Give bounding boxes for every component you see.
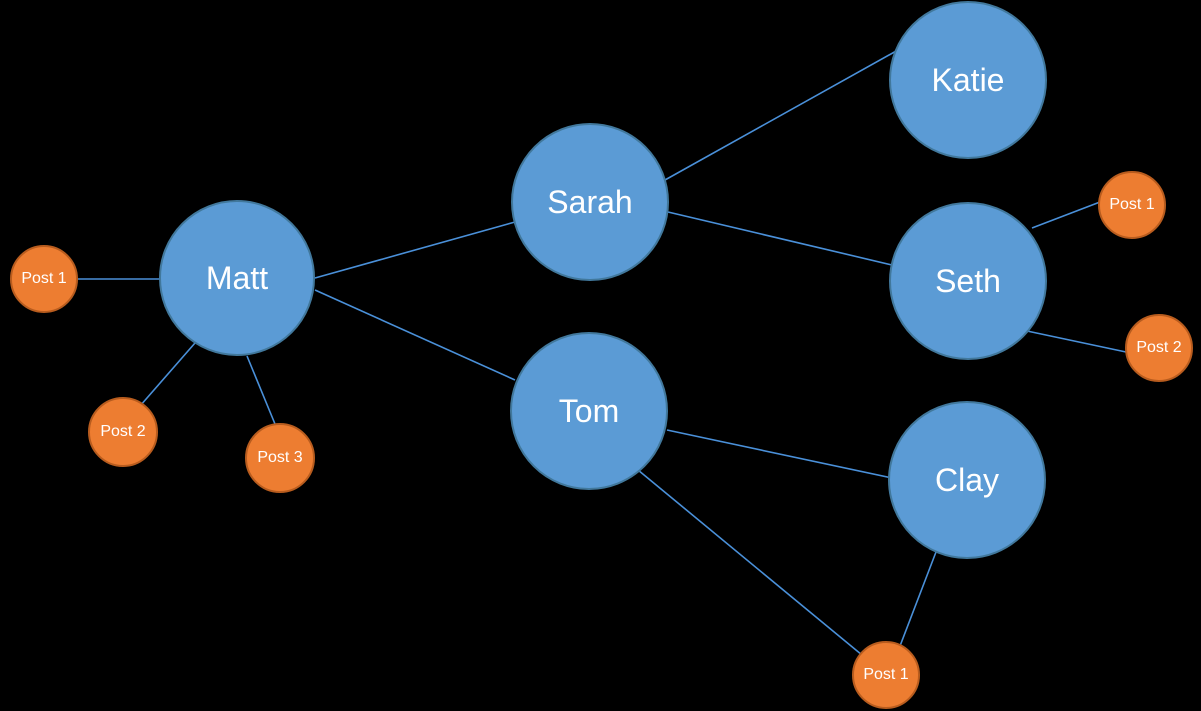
person-node-clay[interactable]: Clay [888, 401, 1046, 559]
graph-edge [1026, 330, 1127, 353]
node-label: Post 2 [1136, 339, 1182, 356]
post-node-post_matt_1[interactable]: Post 1 [10, 245, 78, 313]
node-label: Sarah [547, 184, 633, 220]
graph-edge [314, 221, 516, 279]
person-node-sarah[interactable]: Sarah [511, 123, 669, 281]
node-label: Post 1 [21, 270, 67, 287]
post-node-post_tom_1[interactable]: Post 1 [852, 641, 920, 709]
person-node-katie[interactable]: Katie [889, 1, 1047, 159]
node-label: Tom [558, 393, 620, 429]
node-label: Post 2 [100, 423, 146, 440]
node-label: Seth [935, 263, 1001, 299]
person-node-seth[interactable]: Seth [889, 202, 1047, 360]
graph-edge [314, 289, 516, 381]
graph-edge [246, 355, 276, 425]
graph-edge [637, 469, 863, 656]
post-node-post_matt_3[interactable]: Post 3 [245, 423, 315, 493]
person-node-tom[interactable]: Tom [510, 332, 668, 490]
node-label: Post 1 [1109, 196, 1155, 213]
node-label: Post 3 [257, 449, 303, 466]
node-label: Clay [934, 462, 999, 498]
graph-edge [1031, 201, 1101, 229]
graph-edge [667, 211, 893, 266]
graph-edge [899, 551, 937, 647]
node-label: Katie [931, 62, 1005, 98]
person-node-matt[interactable]: Matt [159, 200, 315, 356]
graph-edge [664, 49, 899, 181]
post-node-post_matt_2[interactable]: Post 2 [88, 397, 158, 467]
graph-edge [139, 342, 196, 407]
post-node-post_seth_2[interactable]: Post 2 [1125, 314, 1193, 382]
post-node-post_seth_1[interactable]: Post 1 [1098, 171, 1166, 239]
node-label: Matt [205, 260, 269, 296]
node-label: Post 1 [863, 666, 909, 683]
graph-edge [666, 429, 893, 479]
